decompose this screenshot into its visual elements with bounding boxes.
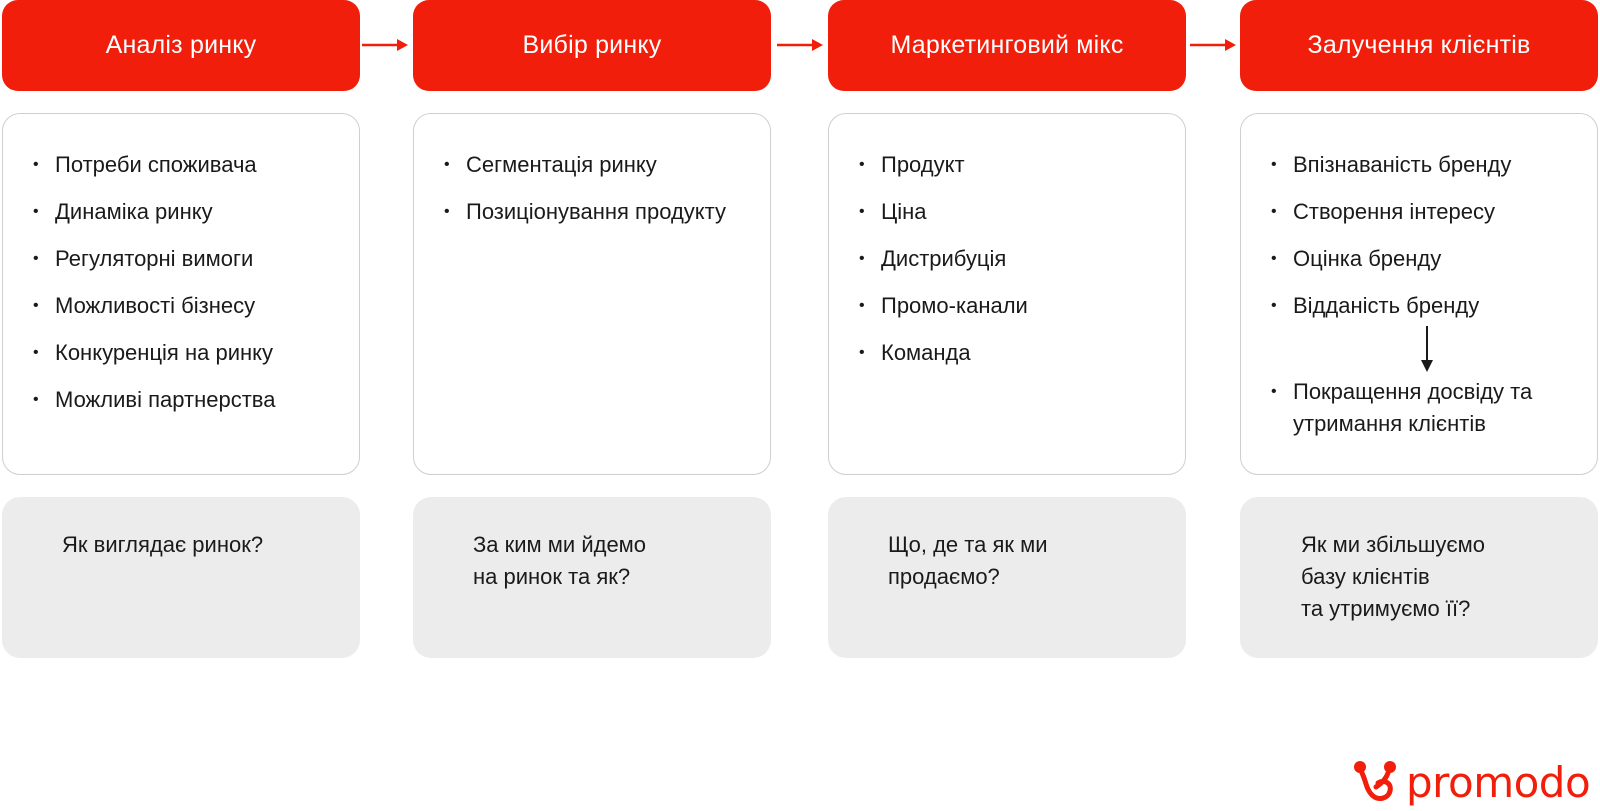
bullet-list: • Впізнаваність бренду • Створення інтерес… <box>1271 149 1579 337</box>
bullet-icon: • <box>859 203 865 220</box>
stage-card-marketing-mix: • Продукт • Ціна • Дистрибуція • Промо-канал… <box>828 113 1186 475</box>
list-item-label: Впізнаваність бренду <box>1293 152 1512 177</box>
question-text: Що, де та як ми продаємо? <box>888 532 1048 589</box>
list-item: • Позиціонування продукту <box>444 196 730 228</box>
list-item-label: Можливі партнерства <box>55 387 276 412</box>
list-item-label: Промо-канали <box>881 293 1028 318</box>
bullet-list: • Продукт • Ціна • Дистрибуція • Промо-канал… <box>859 149 1171 384</box>
bullet-icon: • <box>33 250 39 267</box>
bullet-icon: • <box>1271 383 1277 400</box>
stage-card-market-analysis: • Потреби споживача • Динаміка ринку • Регу… <box>2 113 360 475</box>
list-item-label: Оцінка бренду <box>1293 246 1442 271</box>
stage-header-marketing-mix: Маркетинговий мікс <box>828 0 1186 91</box>
list-item-label: Команда <box>881 340 971 365</box>
bullet-icon: • <box>859 344 865 361</box>
question-box-market-analysis: Як виглядає ринок? <box>2 497 360 658</box>
bullet-icon: • <box>33 203 39 220</box>
bullet-icon: • <box>1271 156 1277 173</box>
bullet-list: • Сегментація ринку • Позиціонування проду… <box>444 149 730 243</box>
bullet-list: • Потреби споживача • Динаміка ринку • Регу… <box>33 149 345 431</box>
list-item-label: Ціна <box>881 199 927 224</box>
list-item: • Відданість бренду <box>1271 290 1579 322</box>
list-item: • Можливості бізнесу <box>33 290 345 322</box>
question-box-customer-acquisition: Як ми збільшуємо базу клієнтів та утриму… <box>1240 497 1598 658</box>
list-item-label: Дистрибуція <box>881 246 1007 271</box>
stage-card-customer-acquisition: • Впізнаваність бренду • Створення інтерес… <box>1240 113 1598 475</box>
list-item-label: Створення інтересу <box>1293 199 1496 224</box>
question-box-marketing-mix: Що, де та як ми продаємо? <box>828 497 1186 658</box>
bullet-icon: • <box>33 344 39 361</box>
bullet-icon: • <box>1271 203 1277 220</box>
bullet-icon: • <box>444 156 450 173</box>
stage-card-market-choice: • Сегментація ринку • Позиціонування проду… <box>413 113 771 475</box>
arrow-right-icon <box>362 39 408 51</box>
list-item: • Можливі партнерства <box>33 384 345 416</box>
arrow-right-icon <box>1190 39 1236 51</box>
bullet-icon: • <box>33 391 39 408</box>
question-text: Як виглядає ринок? <box>62 532 264 557</box>
promodo-logo: promodo <box>1352 757 1591 809</box>
arrow-right-icon <box>777 39 823 51</box>
question-text: Як ми збільшуємо базу клієнтів та утриму… <box>1301 532 1486 621</box>
list-item: • Ціна <box>859 196 1171 228</box>
bullet-icon: • <box>859 297 865 314</box>
list-item-label: Позиціонування продукту <box>466 199 726 224</box>
list-item: • Регуляторні вимоги <box>33 243 345 275</box>
promodo-mark-icon <box>1354 761 1396 801</box>
bullet-icon: • <box>1271 250 1277 267</box>
bullet-icon: • <box>33 156 39 173</box>
bullet-icon: • <box>859 250 865 267</box>
list-item-label: Можливості бізнесу <box>55 293 256 318</box>
list-item-label: Конкуренція на ринку <box>55 340 274 365</box>
list-item: • Покращення досвіду та утримання клієнті… <box>1271 376 1579 440</box>
arrow-down-icon <box>1421 326 1433 372</box>
list-item-label: Регуляторні вимоги <box>55 246 254 271</box>
list-item: • Динаміка ринку <box>33 196 345 228</box>
list-item: • Сегментація ринку <box>444 149 730 181</box>
list-item-label: Продукт <box>881 152 965 177</box>
question-text: За ким ми йдемо на ринок та як? <box>473 532 647 589</box>
list-item-label: Потреби споживача <box>55 152 257 177</box>
stage-header-customer-acquisition: Залучення клієнтів <box>1240 0 1598 91</box>
bullet-icon: • <box>33 297 39 314</box>
bullet-list-followup: • Покращення досвіду та утримання клієнті… <box>1271 376 1579 455</box>
list-item: • Впізнаваність бренду <box>1271 149 1579 181</box>
logo-wordmark: promodo <box>1406 758 1591 807</box>
list-item: • Команда <box>859 337 1171 369</box>
list-item-label: Покращення досвіду та утримання клієнтів <box>1293 379 1533 436</box>
stage-header-market-analysis: Аналіз ринку <box>2 0 360 91</box>
list-item: • Дистрибуція <box>859 243 1171 275</box>
list-item-label: Відданість бренду <box>1293 293 1480 318</box>
list-item-label: Сегментація ринку <box>466 152 657 177</box>
bullet-icon: • <box>444 203 450 220</box>
list-item-label: Динаміка ринку <box>55 199 213 224</box>
list-item: • Промо-канали <box>859 290 1171 322</box>
list-item: • Продукт <box>859 149 1171 181</box>
stage-header-market-choice: Вибір ринку <box>413 0 771 91</box>
list-item: • Конкуренція на ринку <box>33 337 345 369</box>
bullet-icon: • <box>1271 297 1277 314</box>
list-item: • Оцінка бренду <box>1271 243 1579 275</box>
list-item: • Створення інтересу <box>1271 196 1579 228</box>
list-item: • Потреби споживача <box>33 149 345 181</box>
question-box-market-choice: За ким ми йдемо на ринок та як? <box>413 497 771 658</box>
bullet-icon: • <box>859 156 865 173</box>
